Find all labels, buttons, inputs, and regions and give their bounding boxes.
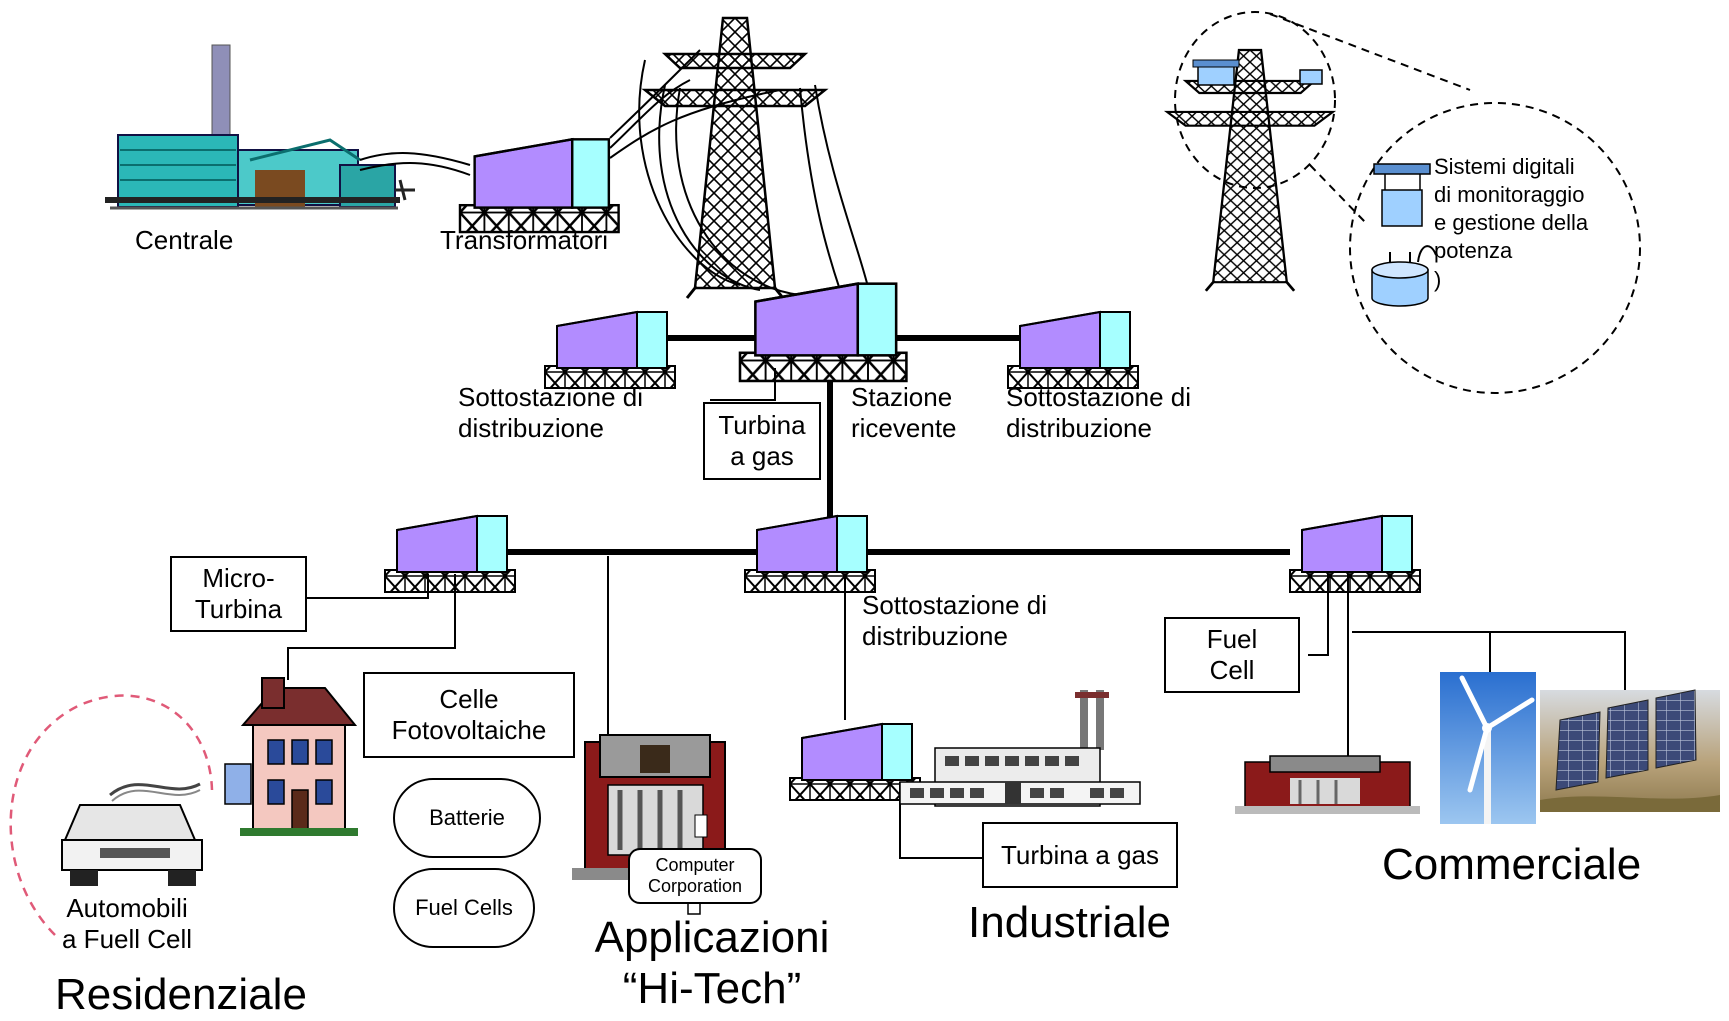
sector-industriale: Industriale xyxy=(968,898,1172,947)
power-plant xyxy=(105,44,415,210)
transformer-commercial xyxy=(1289,515,1421,593)
transformer-distribution-mid xyxy=(744,515,876,593)
label-digital-systems: Sistemi digitali di monitoraggio e gesti… xyxy=(1434,154,1589,292)
sector-commerciale: Commerciale xyxy=(1382,840,1642,889)
pylon-sensor-devices xyxy=(1192,59,1323,86)
transformer-distribution-left xyxy=(544,311,676,389)
transformer-residential xyxy=(384,515,516,593)
transformer-top xyxy=(458,138,620,234)
label-transformatori: Transformatori xyxy=(440,225,609,255)
monitoring-device-icon xyxy=(1373,163,1431,227)
sector-residenziale: Residenziale xyxy=(55,970,307,1019)
house-illustration xyxy=(224,677,358,836)
residential-dashed-circle xyxy=(9,694,214,936)
oval-fuel-cells: Fuel Cells xyxy=(393,868,535,948)
oval-batterie: Batterie xyxy=(393,778,541,858)
sector-applicazioni-hitech: Applicazioni“Hi-Tech” xyxy=(594,913,830,1013)
factory-illustration xyxy=(899,690,1141,807)
power-management-device-icon xyxy=(1371,245,1437,307)
pylon-dashed-circle xyxy=(1174,11,1336,189)
main-pylon xyxy=(643,16,827,300)
transformer-distribution-right xyxy=(1007,311,1139,389)
box-micro-turbina: Micro-Turbina xyxy=(170,556,307,632)
monitoring-pylon xyxy=(1165,48,1335,293)
transformer-receiving-station xyxy=(738,282,908,383)
solar-panels-photo xyxy=(1540,689,1720,812)
monitoring-dashed-circle xyxy=(1349,102,1641,394)
label-centrale: Centrale xyxy=(135,225,234,255)
wind-turbine-photo xyxy=(1440,672,1536,824)
fuel-cell-car-illustration xyxy=(61,782,203,886)
commercial-building-illustration xyxy=(1235,755,1420,814)
box-turbina-gas-industriale: Turbina a gas xyxy=(982,822,1178,888)
